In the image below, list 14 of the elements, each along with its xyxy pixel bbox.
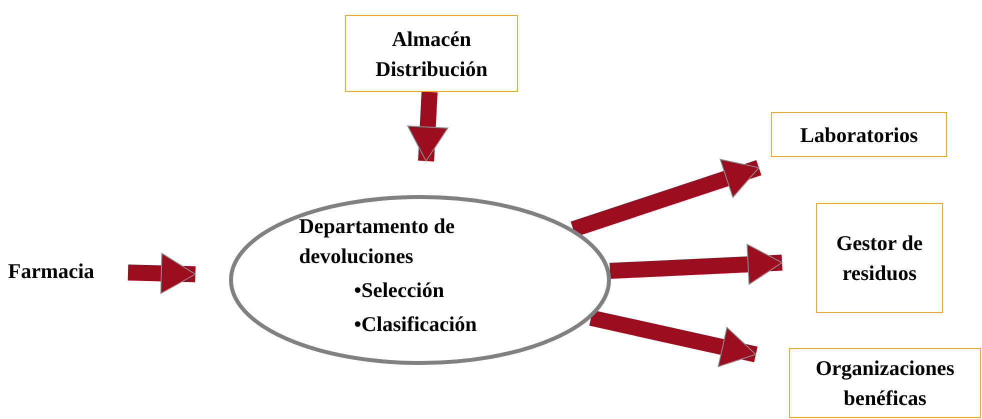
process-box: Organizaciones benéficas xyxy=(789,348,981,418)
bullet-item: •Clasificación xyxy=(353,311,478,338)
bullet-item: •Selección xyxy=(353,277,446,304)
block-arrow xyxy=(610,244,783,285)
node-title: Departamento de devoluciones xyxy=(299,213,456,270)
block-arrow xyxy=(407,92,448,162)
process-box: Almacén Distribución xyxy=(345,15,518,92)
node-label: Farmacia xyxy=(8,256,128,286)
process-box: Laboratorios xyxy=(771,112,947,157)
block-arrow xyxy=(589,310,758,368)
process-box: Gestor de residuos xyxy=(816,203,943,313)
block-arrow xyxy=(570,158,762,237)
ellipse-node xyxy=(229,195,611,365)
block-arrow xyxy=(128,252,196,294)
